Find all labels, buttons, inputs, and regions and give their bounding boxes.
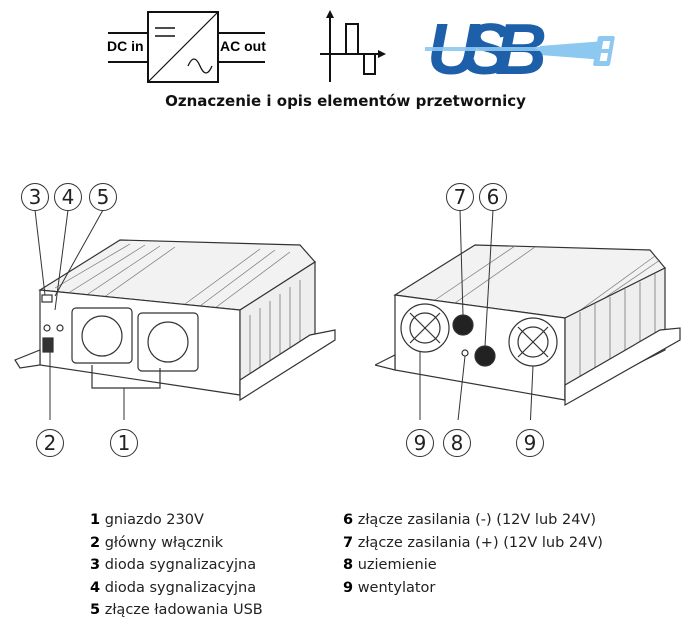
legend-left: 1 gniazdo 230V 2 główny włącznik 3 dioda… <box>90 509 263 622</box>
dc-ac-converter-symbol <box>108 11 265 83</box>
legend-item: 1 gniazdo 230V <box>90 512 204 528</box>
inverter-rear-view <box>375 209 681 420</box>
legend-item: 8 uziemienie <box>343 557 437 573</box>
legend-right: 6 złącze zasilania (-) (12V lub 24V) 7 z… <box>343 509 603 599</box>
legend-item: 3 dioda sygnalizacyjna <box>90 557 257 573</box>
callout-5: 5 <box>89 183 117 211</box>
callout-3: 3 <box>21 183 49 211</box>
callout-9-left: 9 <box>406 429 434 457</box>
dc-in-label: DC in <box>107 38 144 54</box>
callout-2: 2 <box>36 429 64 457</box>
legend-item: 5 złącze ładowania USB <box>90 602 263 618</box>
usb-logo: USB <box>425 10 615 80</box>
legend-item: 9 wentylator <box>343 579 436 596</box>
callout-8: 8 <box>443 429 471 457</box>
legend-item: 7 złącze zasilania (+) (12V lub 24V) <box>343 534 603 551</box>
legend-item: 2 główny włącznik <box>90 534 224 551</box>
page-title: Oznaczenie i opis elementów przetwornicy <box>165 92 526 110</box>
ac-out-label: AC out <box>220 38 266 54</box>
callout-6: 6 <box>479 183 507 211</box>
callout-4: 4 <box>54 183 82 211</box>
callout-7: 7 <box>446 183 474 211</box>
inverter-front-view <box>14 209 336 420</box>
square-wave-icon <box>320 10 386 82</box>
svg-text:USB: USB <box>427 10 547 80</box>
callout-1: 1 <box>110 429 138 457</box>
legend-item: 4 dioda sygnalizacyjna <box>90 579 257 596</box>
legend-item: 6 złącze zasilania (-) (12V lub 24V) <box>343 512 596 528</box>
callout-9-right: 9 <box>516 429 544 457</box>
